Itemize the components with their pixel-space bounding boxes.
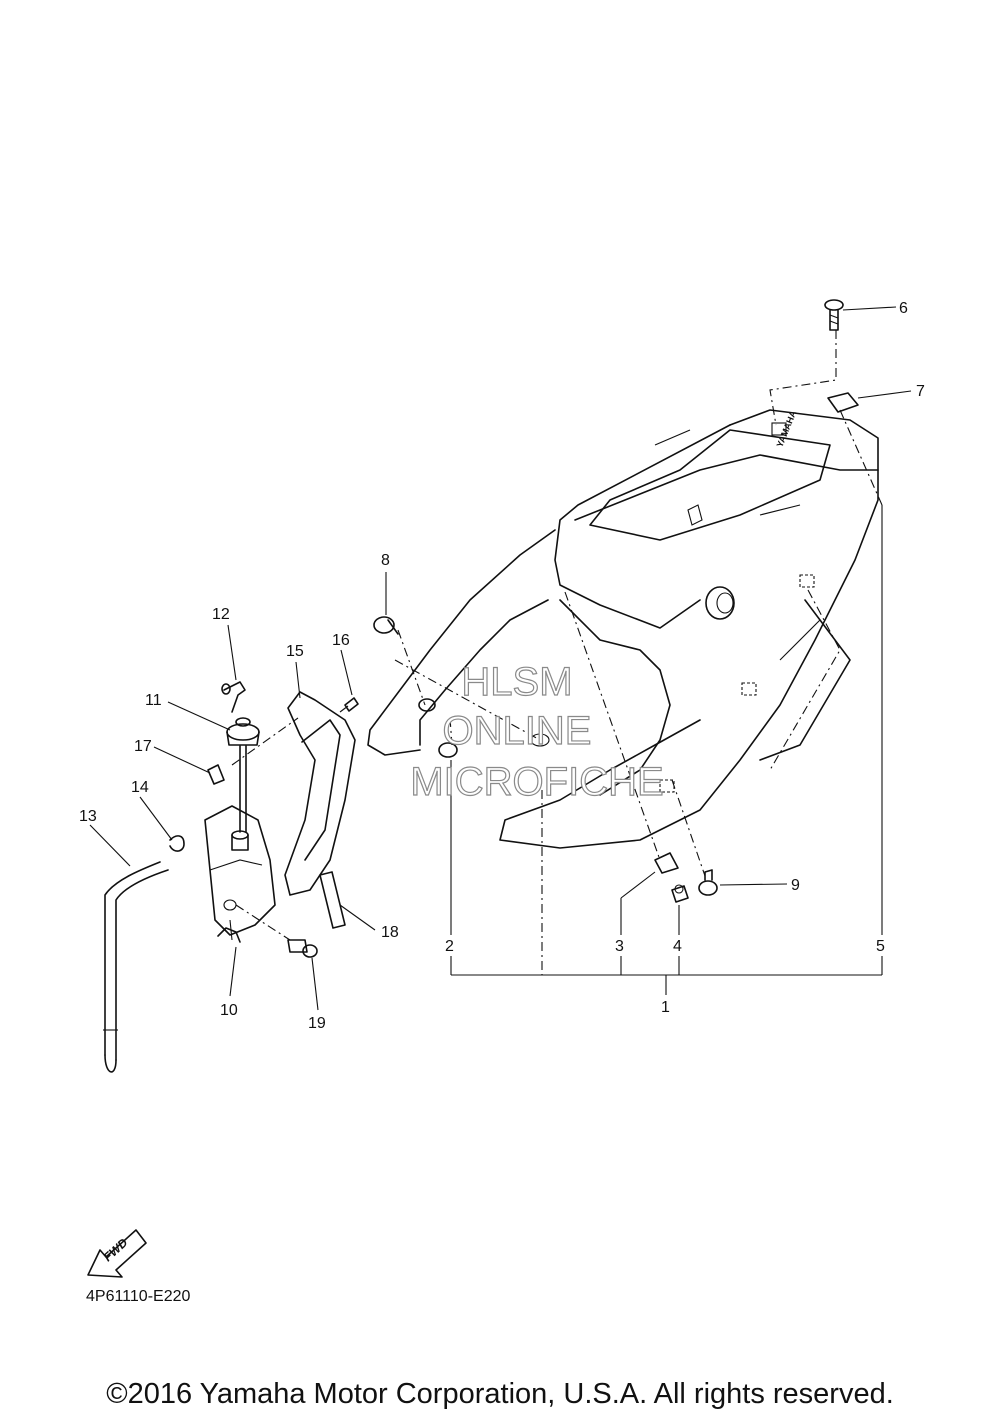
fwd-arrow-icon: FWD [87, 1229, 147, 1278]
reservoir-parts [103, 681, 359, 1073]
callout-1: 1 [661, 999, 670, 1016]
seat-cowl-drawing: YAMAHA [367, 409, 879, 849]
assembly-lines [231, 330, 883, 975]
hardware-parts [373, 299, 859, 903]
callout-14: 14 [131, 779, 149, 796]
callout-12: 12 [212, 606, 230, 623]
watermark-line-3: MICROFICHE [410, 760, 663, 804]
callout-17: 17 [134, 738, 152, 755]
callout-18: 18 [381, 924, 399, 941]
copyright-notice: ©2016 Yamaha Motor Corporation, U.S.A. A… [106, 1378, 894, 1410]
watermark-line-1: HLSM [461, 660, 572, 704]
watermark-line-2: ONLINE [443, 709, 592, 753]
callout-labels: 1 2 3 4 5 6 7 8 9 10 11 12 13 14 15 16 1… [79, 300, 925, 1032]
leader-lines [89, 306, 912, 1011]
callout-7: 7 [916, 383, 925, 400]
diagram-reference-code: 4P61110-E220 [86, 1288, 191, 1305]
callout-5: 5 [876, 938, 885, 955]
callout-4: 4 [673, 938, 682, 955]
callout-8: 8 [381, 552, 390, 569]
callout-19: 19 [308, 1015, 326, 1032]
callout-9: 9 [791, 877, 800, 894]
callout-15: 15 [286, 643, 304, 660]
callout-6: 6 [899, 300, 908, 317]
callout-16: 16 [332, 632, 350, 649]
seat-brand-logo: YAMAHA [775, 409, 799, 449]
callout-10: 10 [220, 1002, 238, 1019]
watermark: HLSM ONLINE MICROFICHE [410, 659, 665, 804]
callout-2: 2 [445, 938, 454, 955]
callout-13: 13 [79, 808, 97, 825]
callout-11: 11 [145, 692, 162, 709]
callout-3: 3 [615, 938, 624, 955]
